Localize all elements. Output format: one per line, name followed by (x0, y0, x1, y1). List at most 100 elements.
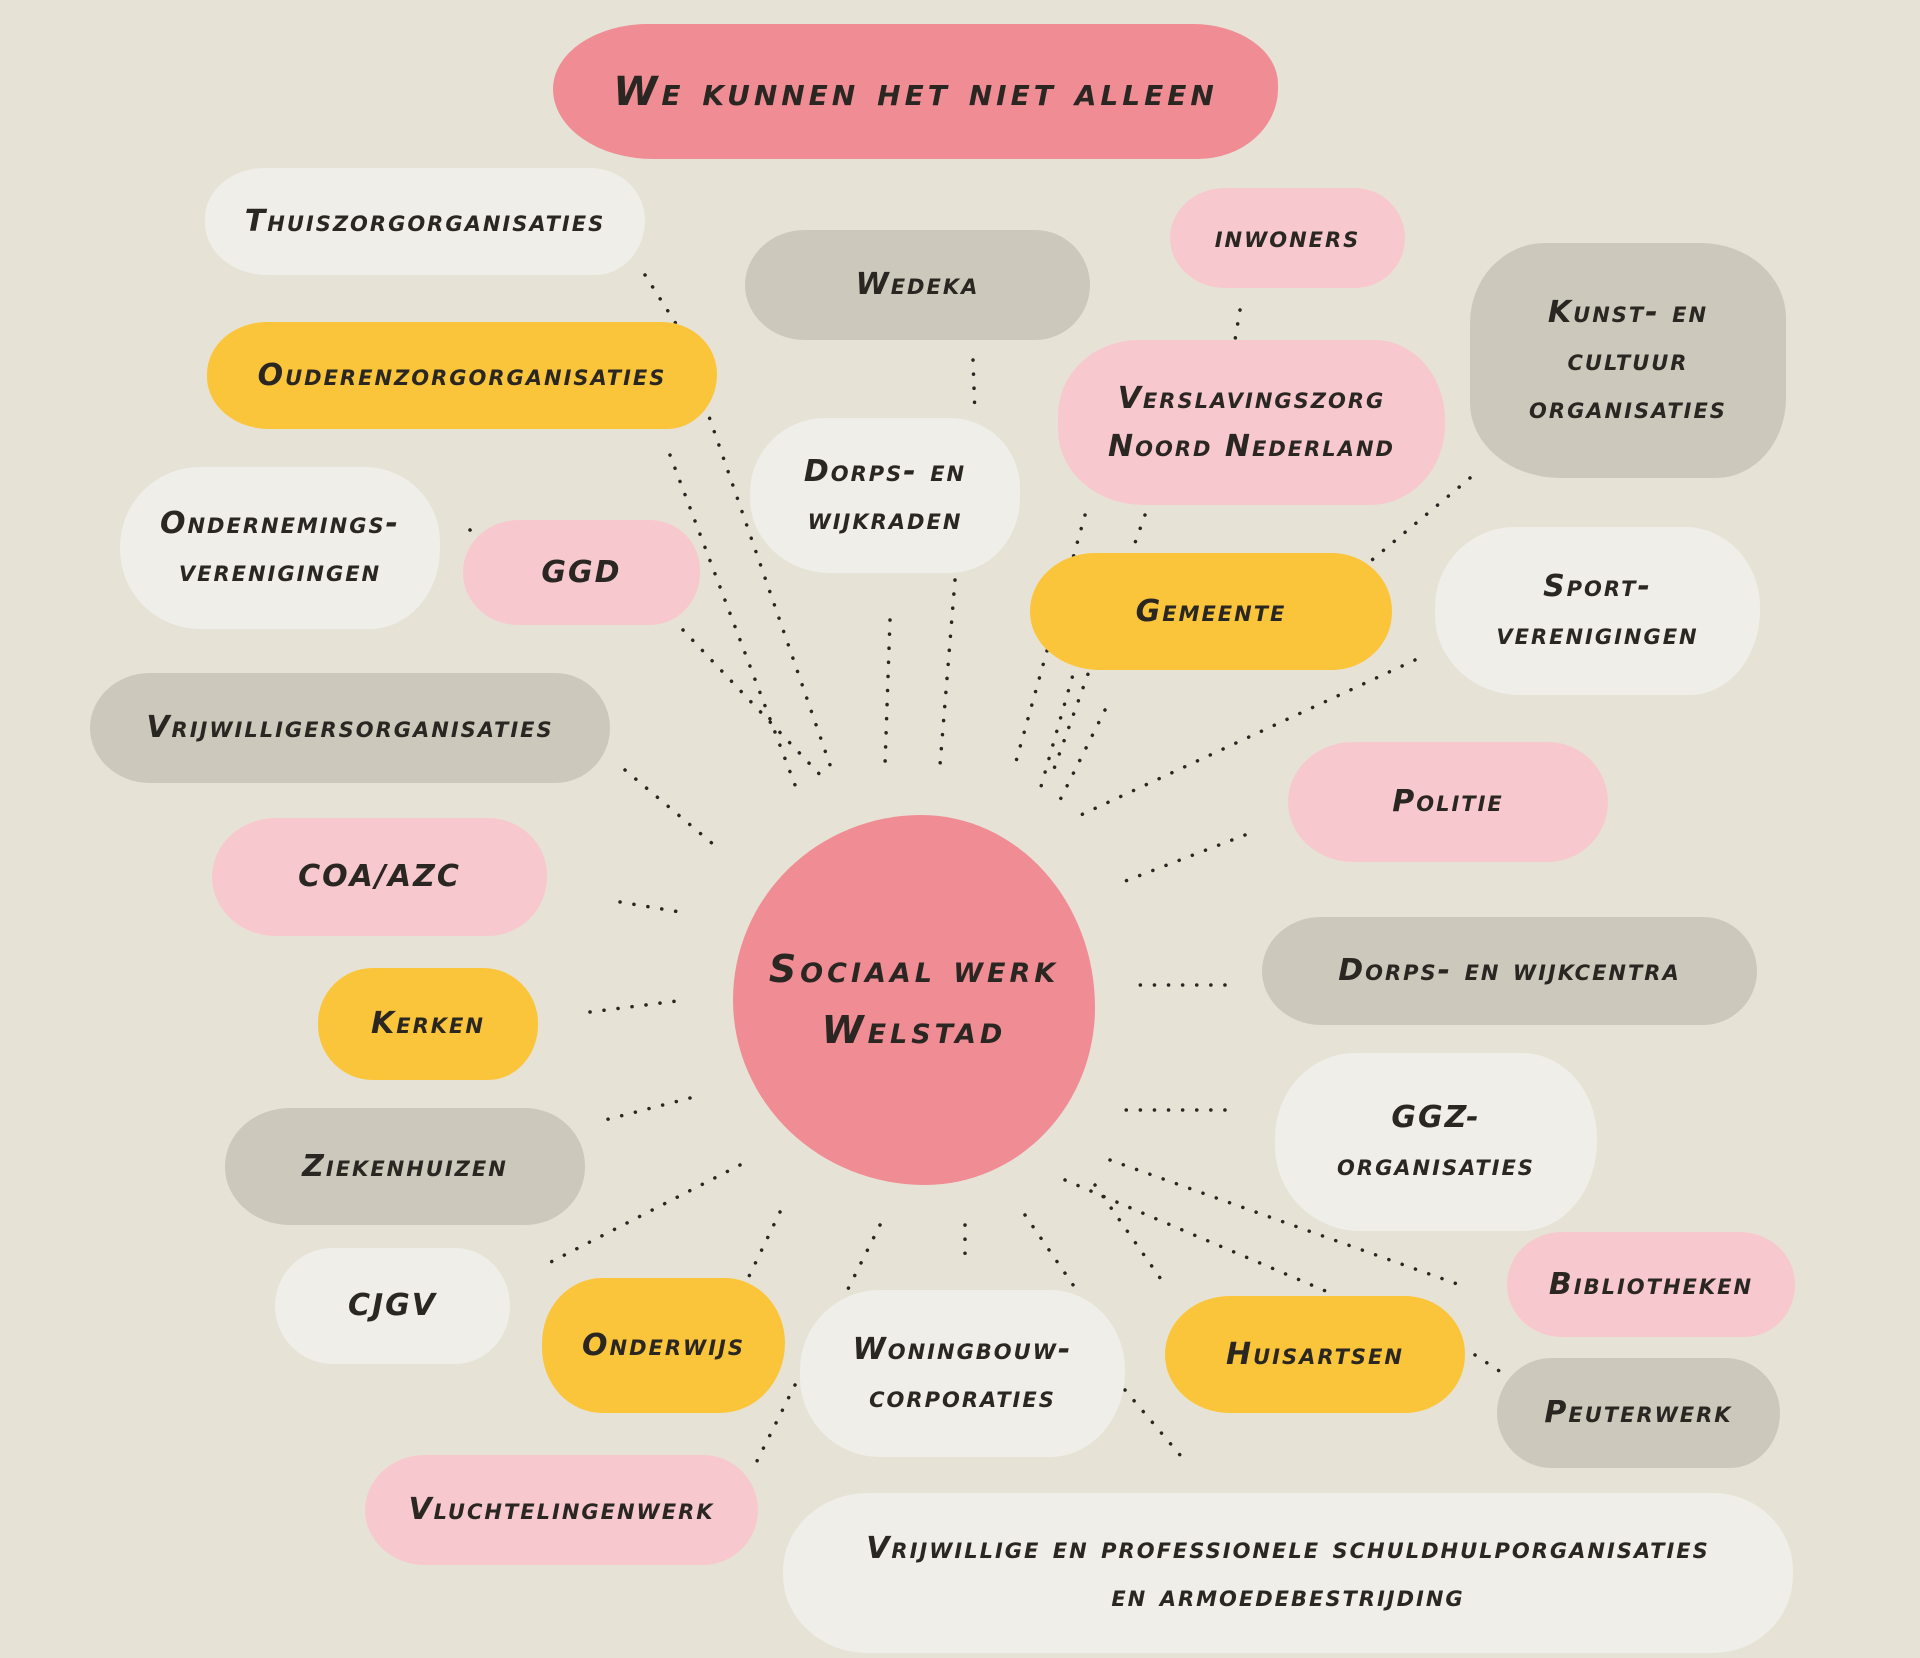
node-label-line: COA/AZC (298, 859, 461, 894)
node-label: Politie (1392, 778, 1504, 826)
node-label-line: Huisartsen (1226, 1336, 1404, 1372)
node-label: CJGV (348, 1282, 437, 1330)
node-label: Vluchtelingenwerk (408, 1486, 714, 1534)
dotted-connector (738, 1210, 782, 1297)
node-label-line: GGD (541, 554, 622, 590)
node-label: Ondernemings-verenigingen (160, 500, 400, 596)
dotted-connector (468, 528, 477, 537)
dotted-connector (971, 358, 977, 417)
node-label: inwoners (1215, 214, 1361, 262)
dotted-connector (543, 1163, 742, 1267)
node-label-line: Thuiszorgorganisaties (244, 203, 606, 239)
node-label: Thuiszorgorganisaties (245, 198, 605, 246)
node-label-line: Kerken (371, 1006, 485, 1041)
node-label-line: Vrijwillige en professionele schuldhulpo… (866, 1531, 1710, 1566)
dotted-connector (883, 618, 892, 767)
dotted-connector (1358, 476, 1472, 572)
node-label: GGD (541, 549, 621, 597)
node-label-line: Sport- (1543, 569, 1652, 604)
node-kerken: Kerken (318, 968, 538, 1080)
node-label: Ouderenzorgorganisaties (258, 352, 667, 400)
node-label: Wedeka (856, 261, 980, 309)
dotted-connector (938, 578, 957, 767)
node-label: Kunst- en cultuur organisaties (1529, 289, 1727, 433)
node-label: Onderwijs (582, 1322, 745, 1370)
node-label-line: Wedeka (855, 267, 980, 302)
node-label-line: wijkraden (807, 501, 963, 537)
node-label-line: Dorps- en wijkcentra (1338, 953, 1681, 988)
node-label: Vrijwillige en professionele schuldhulpo… (866, 1525, 1710, 1621)
dotted-connector (1023, 1213, 1082, 1297)
dotted-connector (1108, 1158, 1462, 1287)
dotted-connector (1038, 648, 1082, 792)
node-peuterwerk: Peuterwerk (1497, 1358, 1780, 1468)
node-dorps-en-wijkraden: Dorps- en wijkraden (750, 418, 1020, 573)
dotted-connector (1473, 1353, 1512, 1380)
dotted-connector (618, 900, 682, 914)
dotted-connector (1123, 1388, 1182, 1457)
dotted-connector (1113, 833, 1247, 887)
node-label-line: cultuur (1567, 342, 1689, 378)
node-bibliotheken: Bibliotheken (1507, 1232, 1795, 1337)
dotted-connector (681, 628, 827, 782)
node-label-line: GGZ- (1391, 1100, 1481, 1135)
node-ouderenzorgorganisaties: Ouderenzorgorganisaties (207, 322, 717, 429)
center-label-line-1: Sociaal werk (768, 947, 1060, 992)
node-label: Kerken (371, 1000, 485, 1048)
diagram-title: We kunnen het niet alleen (553, 24, 1278, 159)
dotted-connector (623, 768, 722, 852)
node-onderwijs: Onderwijs (542, 1278, 785, 1413)
node-cjgv: CJGV (275, 1248, 510, 1364)
node-label-line: verenigingen (1496, 617, 1699, 652)
node-vrijwilligersorganisaties: Vrijwilligersorganisaties (90, 673, 610, 783)
node-gemeente: Gemeente (1030, 553, 1392, 670)
node-label: Ziekenhuizen (302, 1143, 508, 1191)
node-label-line: Vluchtelingenwerk (408, 1492, 715, 1527)
node-politie: Politie (1288, 742, 1608, 862)
dotted-connector (843, 1223, 882, 1297)
node-label-line: Ouderenzorgorganisaties (257, 357, 667, 393)
node-vluchtelingenwerk: Vluchtelingenwerk (365, 1455, 758, 1565)
dotted-connector (588, 998, 687, 1014)
node-label: Dorps- en wijkcentra (1338, 947, 1681, 995)
dotted-connector (1093, 1183, 1167, 1287)
node-label: Woningbouw-corporaties (853, 1326, 1073, 1422)
node-ziekenhuizen: Ziekenhuizen (225, 1108, 585, 1225)
node-label-line: Onderwijs (582, 1327, 745, 1363)
dotted-connector (1233, 308, 1242, 342)
node-label-line: Gemeente (1135, 593, 1287, 629)
node-label: Gemeente (1136, 588, 1287, 636)
node-ggz-organisaties: GGZ-organisaties (1275, 1053, 1597, 1231)
node-label-line: Politie (1392, 784, 1504, 819)
dotted-connector (603, 1096, 692, 1122)
node-coa-azc: COA/AZC (212, 818, 547, 936)
node-label-line: organisaties (1529, 390, 1727, 426)
center-label-line-2: Welstad (821, 1008, 1007, 1052)
node-label-line: inwoners (1214, 220, 1361, 255)
node-thuiszorgorganisaties: Thuiszorgorganisaties (205, 168, 645, 275)
node-label-line: Vrijwilligersorganisaties (146, 710, 554, 745)
node-kunst-en-cultuur-organisaties: Kunst- en cultuur organisaties (1470, 243, 1786, 478)
node-woningbouwcorporaties: Woningbouw-corporaties (800, 1290, 1125, 1457)
node-label: Huisartsen (1226, 1331, 1404, 1379)
node-label: Dorps- en wijkraden (804, 448, 966, 544)
node-label: Sport-verenigingen (1496, 563, 1698, 659)
node-label: GGZ-organisaties (1337, 1094, 1535, 1190)
node-label-line: organisaties (1337, 1148, 1535, 1183)
node-label-line: Kunst- en (1547, 294, 1709, 330)
node-label-line: Bibliotheken (1548, 1266, 1754, 1302)
node-label: Vrijwilligersorganisaties (146, 704, 553, 752)
node-inwoners: inwoners (1170, 188, 1405, 288)
node-label-line: verenigingen (178, 554, 382, 589)
node-label-line: Verslavingszorg (1117, 380, 1386, 416)
node-ondernemingsverenigingen: Ondernemings-verenigingen (120, 467, 440, 629)
node-label-line: en armoedebestrijding (1111, 1579, 1465, 1614)
node-label-line: Peuterwerk (1544, 1395, 1733, 1430)
node-label: Bibliotheken (1549, 1261, 1753, 1309)
node-label-line: Dorps- en (803, 453, 967, 489)
node-ggd: GGD (463, 520, 700, 625)
center-node: Sociaal werk Welstad (733, 815, 1095, 1185)
